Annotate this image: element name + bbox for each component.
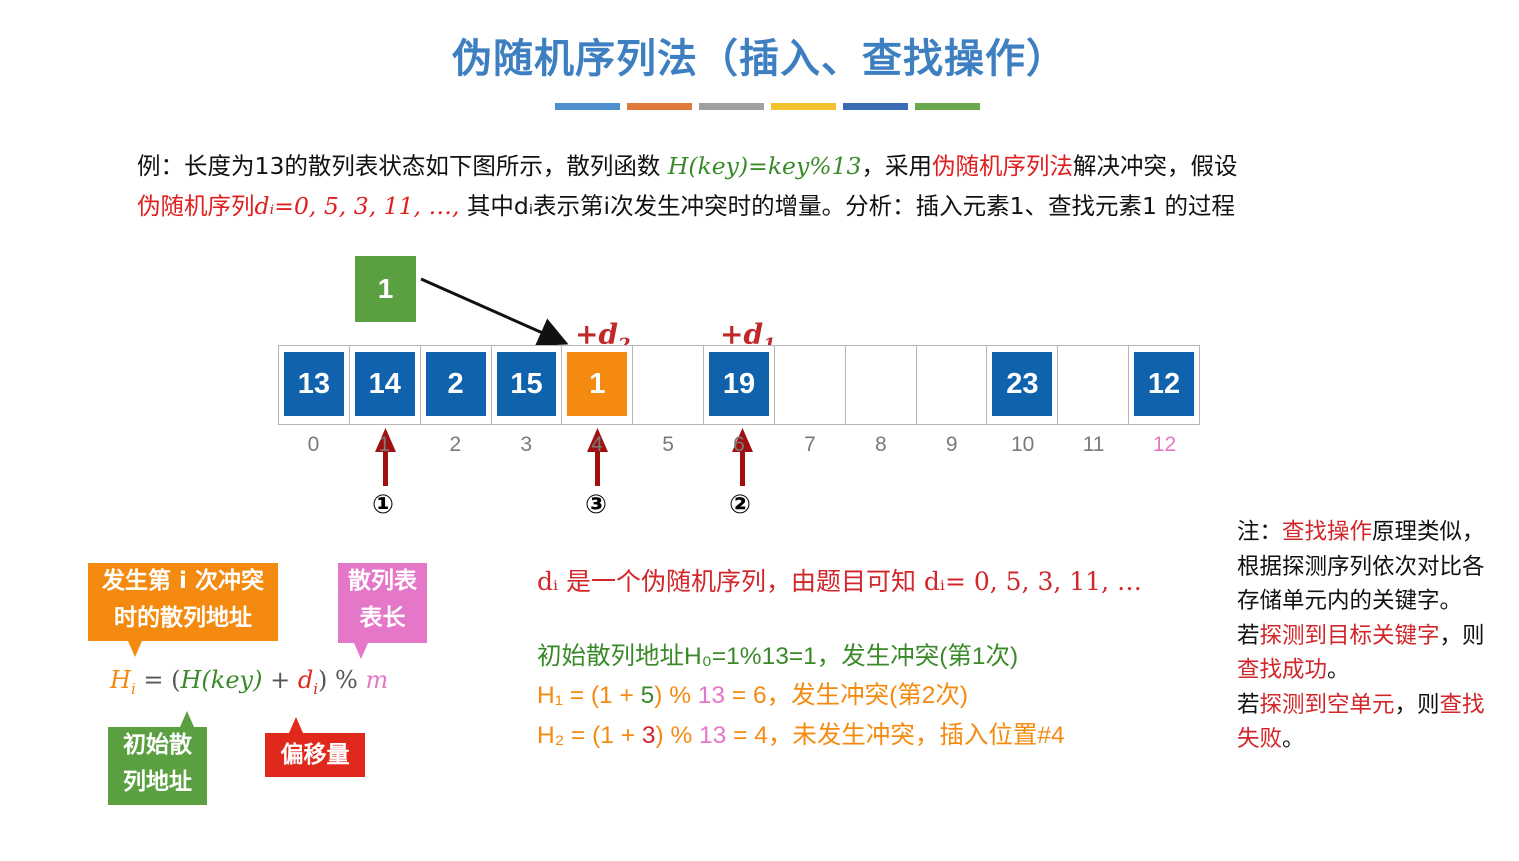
- title-underline-bar: [555, 103, 980, 110]
- slot-value: 1: [567, 352, 628, 416]
- probe-marker-1: ①: [372, 490, 395, 520]
- step-0: 初始散列地址H₀=1%13=1，发生冲突(第1次): [537, 643, 1019, 670]
- slot-index: 7: [804, 433, 816, 456]
- probe-arrow-2-shaft: [740, 450, 745, 486]
- table-slot: [775, 346, 846, 424]
- example-text: ，采用: [861, 152, 932, 180]
- slot-value: 19: [709, 352, 769, 416]
- bar-segment: [627, 103, 692, 110]
- slot-index: 10: [1011, 433, 1035, 456]
- table-slot: 1: [562, 346, 634, 424]
- slot-index: 11: [1082, 433, 1105, 456]
- table-slot: 13: [279, 346, 350, 424]
- slot-value: 13: [284, 352, 344, 416]
- table-slot: [633, 346, 705, 424]
- probe-marker-2: ②: [729, 490, 752, 520]
- table-slot: [917, 346, 988, 424]
- slot-index: 12: [1152, 433, 1177, 456]
- example-line-2: 伪随机序列dᵢ=0, 5, 3, 11, …, 其中dᵢ表示第i次发生冲突时的增…: [137, 187, 1235, 221]
- step-1: H₁ = (1 + 5) % 13 = 6，发生冲突(第2次): [537, 682, 969, 709]
- probe-formula: Hi = (H(key) + di) % m: [110, 666, 389, 698]
- step-2: H₂ = (1 + 3) % 13 = 4，未发生冲突，插入位置#4: [537, 722, 1065, 749]
- sequence-values: dᵢ=0, 5, 3, 11, …,: [254, 192, 460, 220]
- slot-value: 23: [992, 352, 1053, 416]
- slot-index: 6: [733, 433, 745, 456]
- bar-segment: [699, 103, 764, 110]
- bar-segment: [771, 103, 836, 110]
- slot-value: 14: [354, 352, 415, 416]
- example-text: 解决冲突，假设: [1072, 152, 1238, 180]
- bar-segment: [843, 103, 908, 110]
- page-title: 伪随机序列法（插入、查找操作）: [452, 36, 1067, 82]
- table-slot: 14: [350, 346, 421, 424]
- slot-value: 2: [425, 352, 486, 416]
- table-slot: [846, 346, 917, 424]
- search-note: 注：查找操作原理类似，根据探测序列依次对比各存储单元内的关键字。 若探测到目标关…: [1237, 519, 1485, 752]
- callout-table-length: 散列表表长: [338, 563, 427, 659]
- probe-arrow-3-shaft: [595, 450, 600, 486]
- slot-index: 0: [307, 433, 320, 456]
- slot-index: 2: [449, 433, 462, 456]
- probe-arrow-2-head: [732, 428, 753, 452]
- slot-value: 12: [1134, 352, 1194, 416]
- sequence-explanation: dᵢ 是一个伪随机序列，由题目可知 dᵢ= 0, 5, 3, 11, …: [537, 567, 1142, 596]
- table-slot: 2: [421, 346, 492, 424]
- slot-index: 1: [378, 433, 391, 456]
- callout-offset: 偏移量: [265, 717, 365, 777]
- slot-index: 9: [945, 433, 958, 456]
- example-text: 其中dᵢ表示第i次发生冲突时的增量。分析：插入元素1、查找元素1 的过程: [459, 192, 1235, 220]
- callout-collision-address: 发生第 i 次冲突时的散列地址: [88, 563, 278, 657]
- bar-segment: [555, 103, 620, 110]
- insert-arrow: [420, 277, 569, 346]
- slot-value: 15: [496, 352, 557, 416]
- probe-marker-3: ③: [585, 490, 608, 520]
- probe-arrow-1-head: [375, 428, 396, 452]
- probe-arrows: [375, 428, 753, 486]
- table-slot: 12: [1129, 346, 1199, 424]
- table-slot: 23: [987, 346, 1059, 424]
- example-intro: 例：长度为13的散列表状态如下图所示，散列函数: [137, 152, 668, 180]
- slot-index: 3: [520, 433, 533, 456]
- method-name: 伪随机序列法: [931, 152, 1073, 180]
- hash-function: H(key)=key%13: [667, 152, 862, 180]
- bar-segment: [915, 103, 980, 110]
- slot-index: 5: [662, 433, 674, 456]
- table-slot: 19: [704, 346, 775, 424]
- probe-arrow-1-shaft: [383, 450, 388, 486]
- slot-index: 4: [591, 433, 603, 456]
- callout-initial-address: 初始散列地址: [108, 711, 207, 805]
- example-line-1: 例：长度为13的散列表状态如下图所示，散列函数 H(key)=key%13，采用…: [137, 147, 1237, 181]
- table-slot: 15: [492, 346, 563, 424]
- insert-key-box: 1: [355, 256, 416, 322]
- slot-index: 8: [874, 433, 887, 456]
- probe-arrow-3-head: [587, 428, 608, 452]
- sequence-label: 伪随机序列: [137, 192, 255, 220]
- table-slot: [1058, 346, 1130, 424]
